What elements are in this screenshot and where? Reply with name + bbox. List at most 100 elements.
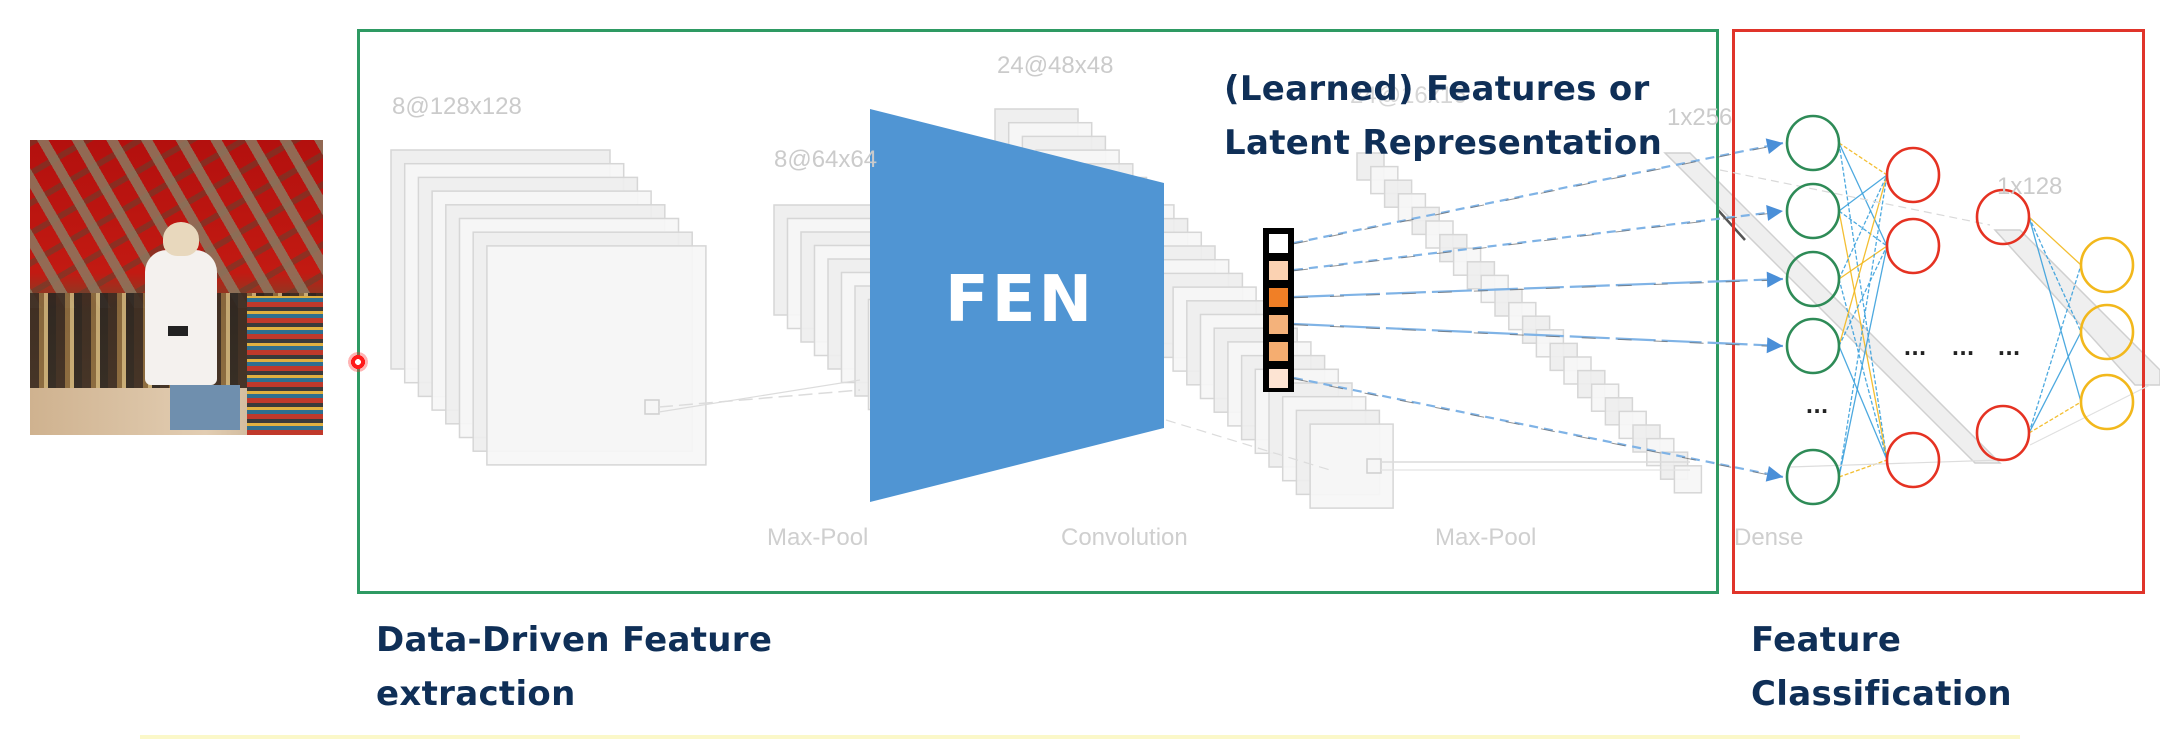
faint-connection	[2029, 384, 2151, 446]
latent-link	[1293, 277, 1784, 299]
op-label-maxpool-2: Max-Pool	[1435, 524, 1537, 551]
feature-extraction-caption-line1: Data-Driven Feature	[376, 620, 773, 660]
arrowhead-icon	[1765, 138, 1783, 155]
feature-extraction-caption-line2: extraction	[376, 674, 576, 714]
feature-map-stack-8x128	[390, 149, 707, 466]
kernel-square-3	[1366, 458, 1382, 474]
faint-connection	[1789, 459, 2001, 468]
feature-extraction-caption: Data-Driven Feature extraction	[376, 613, 772, 721]
vector-cell	[1269, 342, 1288, 361]
dense-band-edge	[1717, 209, 1746, 241]
classification-caption-line1: Feature	[1751, 620, 1902, 660]
input-ellipsis: ...	[1806, 394, 1829, 418]
vector-cell	[1269, 315, 1288, 334]
latent-link	[1293, 376, 1784, 479]
latent-to-input-links	[1293, 138, 1784, 482]
connection-line	[1838, 142, 1888, 247]
connection-line	[2028, 216, 2082, 333]
feature-map-stack-24x16	[1356, 152, 1703, 494]
op-label-convolution: Convolution	[1061, 524, 1188, 551]
photo-man-cap	[163, 222, 199, 256]
dense-band-128	[1993, 229, 2160, 386]
fen-connector	[1165, 419, 1331, 471]
input-node	[1785, 114, 1841, 172]
output-node	[2079, 303, 2135, 361]
arrowhead-icon	[1766, 271, 1783, 288]
connection-line	[2028, 216, 2082, 403]
layer-label-1x128: 1x128	[1997, 173, 2063, 200]
layer-label-24x48x48: 24@48x48	[997, 52, 1114, 79]
vector-cell	[1269, 234, 1288, 253]
feature-extraction-region-border	[357, 29, 1719, 594]
fen-block	[870, 109, 1164, 502]
photo-phone	[168, 326, 188, 336]
hidden-ellipsis: ...	[1904, 336, 1927, 360]
connection-line	[1838, 174, 1888, 280]
connection-line	[1838, 174, 1888, 212]
op-label-maxpool-1: Max-Pool	[767, 524, 869, 551]
latent-link-shadow	[1293, 279, 1784, 299]
kernel-connector-1b	[658, 379, 861, 413]
vector-cell	[1269, 369, 1288, 388]
connection-line	[1838, 245, 1888, 478]
input-node	[1785, 182, 1841, 240]
connection-line	[1838, 345, 1888, 461]
connection-line	[1838, 459, 1888, 478]
output-node	[2079, 373, 2135, 431]
latent-heading: (Learned) Features or Latent Representat…	[1224, 62, 1662, 170]
hidden-node-layer1	[1885, 431, 1941, 489]
kernel-connector-1	[658, 389, 861, 408]
connection-line	[2028, 331, 2082, 434]
connection-line	[1838, 210, 1888, 247]
latent-link	[1293, 209, 1784, 272]
layer-label-8x64x64: 8@64x64	[774, 146, 878, 173]
connection-line	[1838, 278, 1888, 461]
latent-link	[1293, 141, 1784, 245]
hidden-node-layer2	[1975, 188, 2031, 246]
red-pointer-dot-icon	[348, 352, 368, 372]
input-photo	[30, 140, 323, 435]
connection-line	[1838, 210, 1888, 461]
latent-link-shadow	[1293, 211, 1784, 272]
arrowhead-icon	[1766, 337, 1783, 354]
faint-connection	[1719, 169, 1991, 226]
output-node	[2079, 236, 2135, 294]
layer-label-1x256: 1x256	[1667, 104, 1733, 131]
input-node	[1785, 317, 1841, 375]
latent-link-shadow	[1293, 143, 1784, 245]
hidden-ellipsis: ...	[1998, 336, 2021, 360]
fen-label: FEN	[945, 263, 1095, 337]
hidden-node-layer2	[1975, 404, 2031, 462]
connection-line	[1838, 142, 1888, 461]
dense-band-256	[1663, 152, 2002, 464]
highlight-strip	[140, 735, 2020, 739]
network-connections	[1719, 142, 2151, 478]
hidden-node-layer1	[1885, 217, 1941, 275]
vector-frame	[1263, 228, 1294, 392]
vector-cell	[1269, 288, 1288, 307]
arrowhead-icon	[1765, 465, 1783, 482]
feature-map	[486, 245, 707, 466]
classification-region-border	[1732, 29, 2145, 594]
network-nodes: ............	[1785, 114, 2135, 506]
vector-cell	[1269, 261, 1288, 280]
latent-heading-line2: Latent Representation	[1224, 123, 1663, 163]
photo-stool	[170, 385, 240, 430]
connection-line	[2028, 264, 2082, 434]
latent-link-shadow	[1293, 324, 1784, 348]
latent-heading-line1: (Learned) Features or	[1224, 69, 1650, 109]
hidden-node-layer1	[1885, 146, 1941, 204]
classification-caption-line2: Classification	[1751, 674, 2012, 714]
connection-line	[2028, 216, 2082, 266]
connection-line	[1838, 142, 1888, 176]
layer-label-24x16x16: 24@16x16	[1350, 82, 1467, 109]
latent-link-shadow	[1293, 378, 1784, 479]
layer-label-8x128x128: 8@128x128	[392, 93, 522, 120]
connection-line	[1838, 174, 1888, 478]
arrowhead-icon	[1766, 204, 1783, 221]
connection-line	[1838, 174, 1888, 347]
op-label-dense: Dense	[1734, 524, 1804, 551]
latent-feature-vector	[1263, 228, 1294, 392]
